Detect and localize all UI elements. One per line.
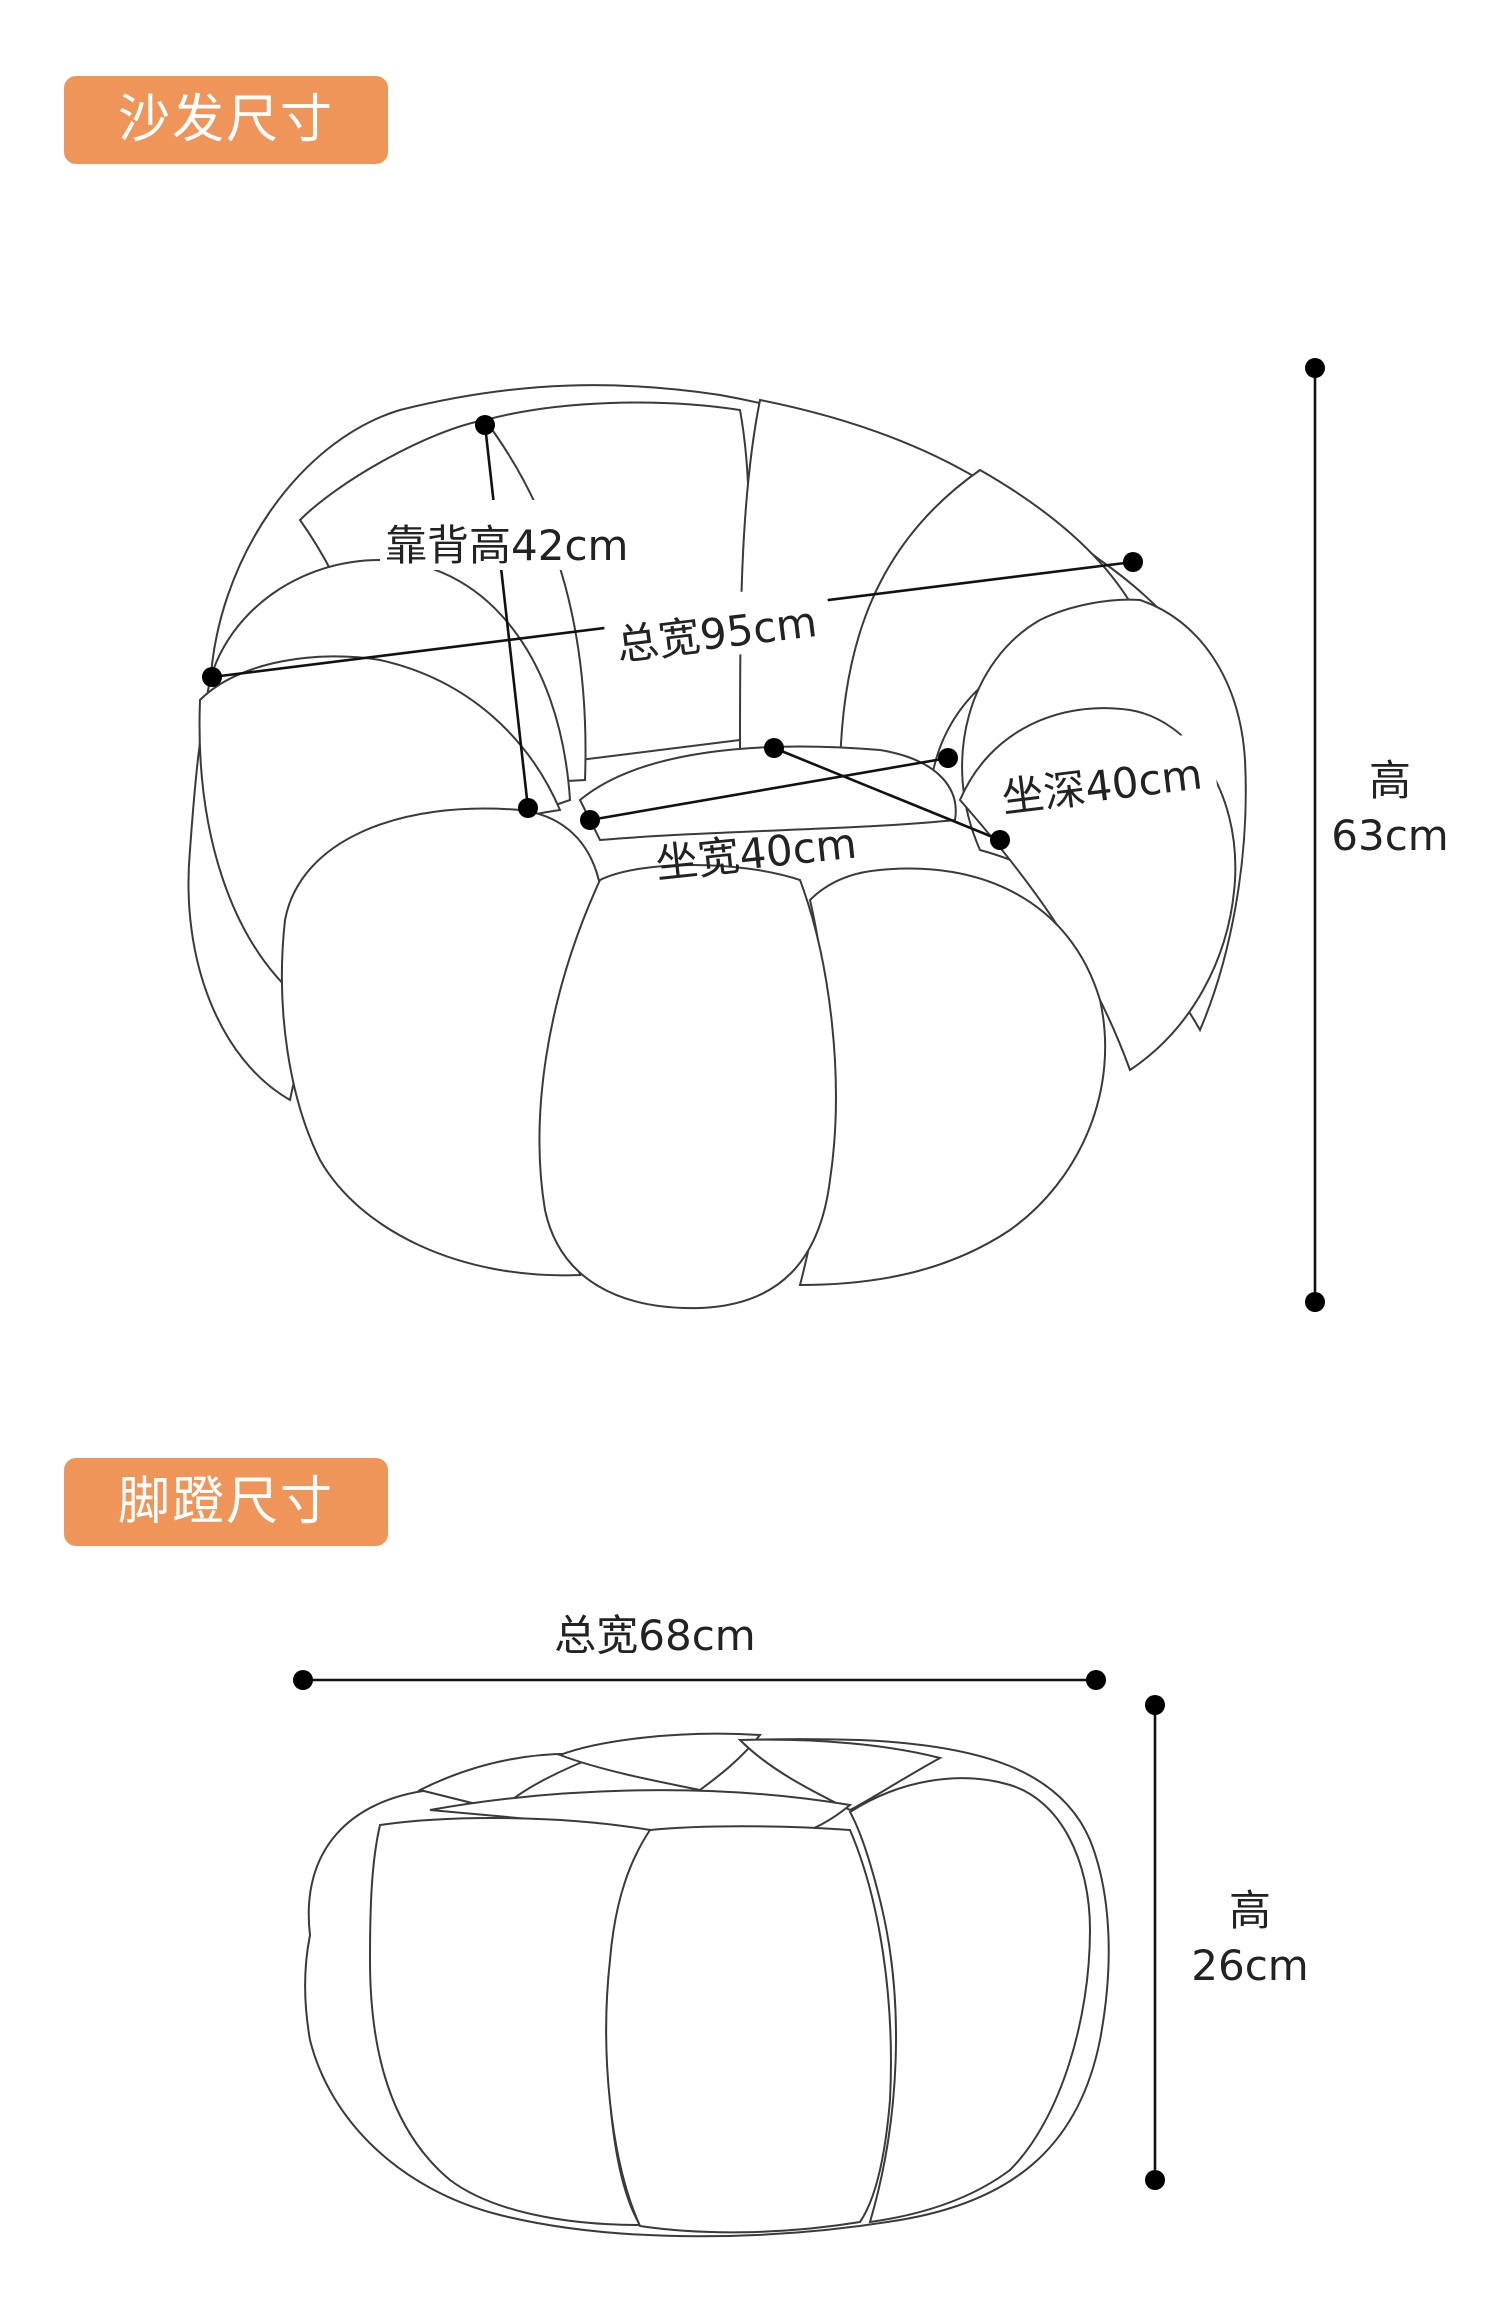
back-height-dimension: 靠背高42cm xyxy=(380,415,650,818)
ottoman-height-value: 26cm xyxy=(1191,1941,1308,1990)
ottoman-diagram: 总宽68cm 高 26cm xyxy=(293,1611,1309,2238)
sofa-height-word: 高 xyxy=(1369,756,1411,805)
ottoman-height-word: 高 xyxy=(1229,1886,1271,1935)
ottoman-width-dimension: 总宽68cm xyxy=(293,1611,1106,1690)
seat-width-dot-right xyxy=(938,748,958,768)
total-width-dot-right xyxy=(1123,552,1143,572)
total-width-dot-left xyxy=(202,667,222,687)
sofa-height-value: 63cm xyxy=(1331,811,1448,860)
sofa-section-title: 沙发尺寸 xyxy=(64,76,388,164)
seat-width-dot-left xyxy=(580,810,600,830)
back-height-dot-top xyxy=(475,415,495,435)
back-height-label: 靠背高42cm xyxy=(385,521,628,570)
ottoman-section-title: 脚蹬尺寸 xyxy=(64,1458,388,1546)
sofa-height-dot-top xyxy=(1305,358,1325,378)
ottoman-height-dot-top xyxy=(1145,1695,1165,1715)
seat-depth-dot-bottom xyxy=(990,830,1010,850)
ottoman-width-dot-left xyxy=(293,1670,313,1690)
ottoman-height-dimension: 高 26cm xyxy=(1145,1695,1309,2190)
back-height-dot-bottom xyxy=(518,798,538,818)
seat-depth-dimension: 坐深40cm xyxy=(764,731,1218,850)
ottoman-width-dot-right xyxy=(1086,1670,1106,1690)
sofa-diagram: 靠背高42cm 总宽95cm 坐宽40cm 坐深40cm 高 63cm xyxy=(187,358,1449,1312)
ottoman-width-label: 总宽68cm xyxy=(554,1611,755,1660)
ottoman-height-dot-bottom xyxy=(1145,2170,1165,2190)
sofa-height-dot-bottom xyxy=(1305,1292,1325,1312)
sofa-height-dimension: 高 63cm xyxy=(1305,358,1449,1312)
seat-depth-dot-top xyxy=(764,738,784,758)
ottoman-outline xyxy=(304,1732,1110,2238)
